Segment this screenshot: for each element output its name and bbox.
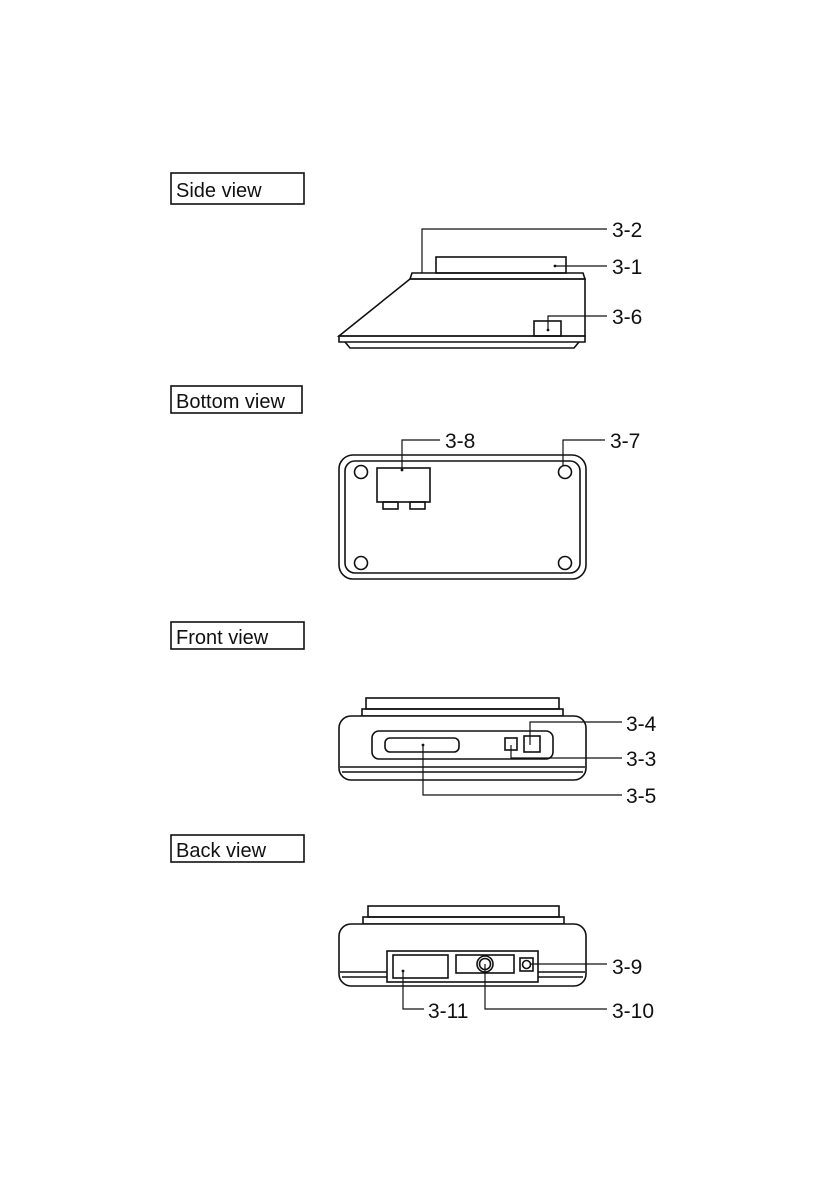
back-view-title: Back view — [176, 840, 267, 862]
callout-3-9: 3-9 — [612, 956, 642, 979]
side-foot — [345, 342, 579, 348]
back-view: Back view 3-9 3-10 3-11 — [171, 835, 654, 1023]
side-top-plate — [410, 273, 585, 279]
side-base — [339, 336, 585, 342]
callout-3-3: 3-3 — [626, 748, 656, 771]
bottom-view-title: Bottom view — [176, 391, 285, 413]
bottom-outline-inner — [345, 461, 580, 573]
callout-3-10: 3-10 — [612, 1000, 654, 1023]
callout-3-2: 3-2 — [612, 219, 642, 242]
bottom-outline-outer — [339, 455, 586, 579]
callout-3-1: 3-1 — [612, 256, 642, 279]
callout-3-11: 3-11 — [428, 1000, 468, 1023]
battery-compartment — [377, 468, 430, 502]
callout-3-8: 3-8 — [445, 430, 475, 453]
front-view-title: Front view — [176, 627, 269, 649]
back-weighing-pan — [368, 906, 559, 917]
callout-3-5: 3-5 — [626, 785, 656, 808]
callout-3-7: 3-7 — [610, 430, 640, 453]
side-view: Side view 3-2 3-1 3-6 — [171, 173, 642, 348]
callout-3-6: 3-6 — [612, 306, 642, 329]
bottom-view: Bottom view 3-8 3-7 — [171, 386, 640, 579]
foot-bottom-right — [559, 557, 572, 570]
back-top-plate — [363, 917, 564, 924]
foot-top-right — [559, 466, 572, 479]
battery-clip-left — [383, 502, 398, 509]
front-top-plate — [362, 709, 563, 716]
callout-3-4: 3-4 — [626, 713, 657, 736]
front-weighing-pan — [366, 698, 559, 709]
side-view-title: Side view — [176, 180, 262, 202]
leader-3-6 — [548, 316, 607, 330]
foot-bottom-left — [355, 557, 368, 570]
battery-clip-right — [410, 502, 425, 509]
side-weighing-pan — [436, 257, 566, 273]
foot-top-left — [355, 466, 368, 479]
front-view: Front view 3-4 3-3 3-5 — [171, 622, 657, 808]
front-housing — [339, 716, 586, 780]
